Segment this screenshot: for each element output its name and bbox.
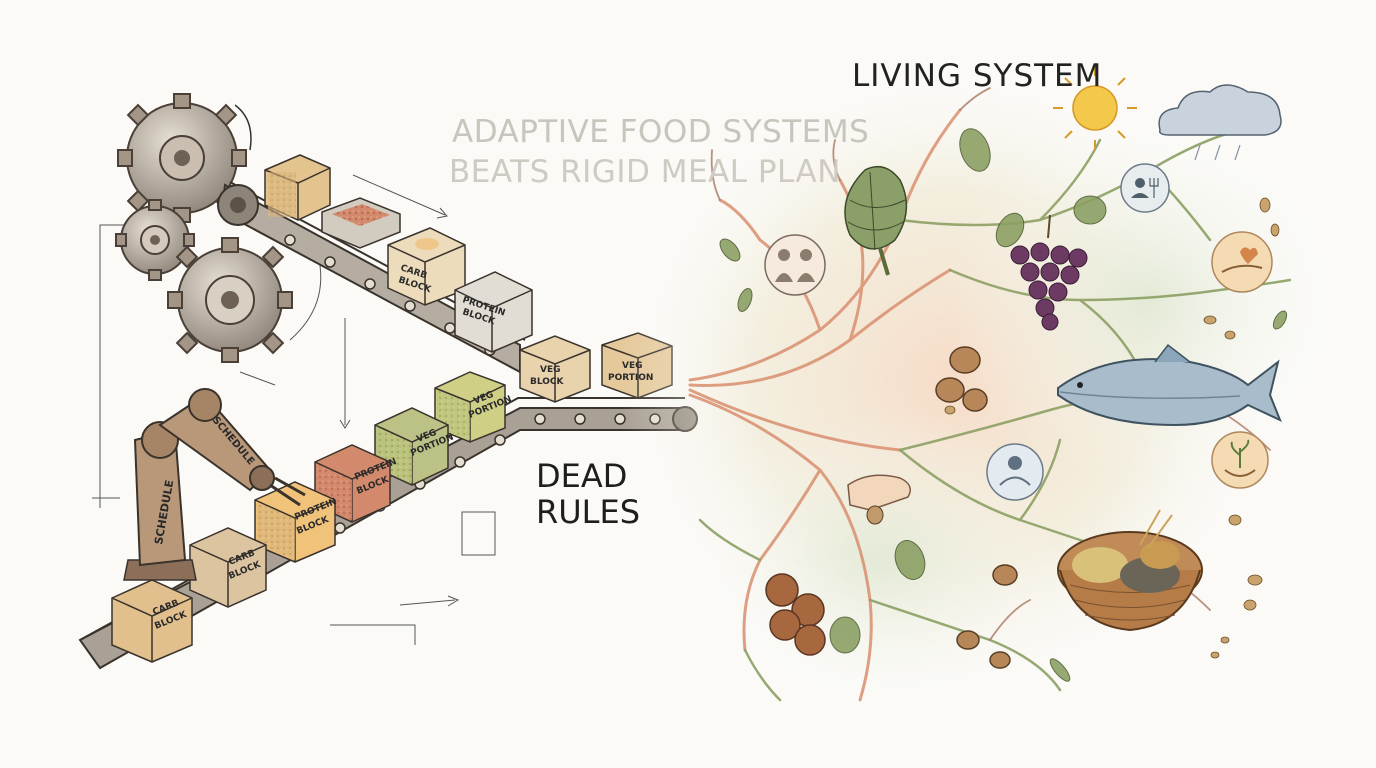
gear-icon	[115, 199, 195, 281]
person-plate-icon	[1120, 163, 1170, 213]
basket-icon	[1057, 509, 1203, 632]
sprout-hands-icon	[1211, 431, 1269, 489]
living-side	[620, 60, 1350, 710]
hand-heart-icon	[1211, 231, 1273, 293]
carb-block-box	[189, 527, 267, 608]
gear-icon	[167, 237, 293, 363]
walnuts	[935, 346, 1018, 669]
veg-portion-box	[374, 407, 449, 486]
grapes-icon	[1010, 214, 1088, 331]
protein-block-box	[454, 271, 533, 353]
fish-icon	[1057, 343, 1282, 427]
food-tray	[321, 197, 401, 249]
box-label-block: BLOCK	[530, 377, 565, 387]
dead-rules-line-1: DEAD	[536, 457, 628, 495]
cloud-icon	[1158, 84, 1282, 161]
artichoke-icon	[844, 165, 908, 276]
care-icon	[986, 443, 1044, 501]
dead-rules-label: DEAD RULES	[536, 458, 640, 530]
box-label-portion: PORTION	[608, 373, 653, 383]
box-label-veg: VEG	[540, 365, 561, 375]
hand-icon	[847, 474, 911, 525]
food-block	[264, 154, 331, 221]
headline-line-2: BEATS RIGID MEAL PLAN	[449, 154, 841, 190]
robot-arm-icon	[123, 388, 306, 581]
seeds	[944, 197, 1280, 659]
hazelnuts	[765, 573, 826, 656]
sun-icon	[1053, 66, 1137, 150]
headline-line-1: ADAPTIVE FOOD SYSTEMS	[452, 114, 870, 150]
carb-block-box	[387, 227, 466, 306]
people-icon	[764, 234, 826, 296]
box-label-veg: VEG	[622, 361, 643, 371]
dead-rules-line-2: RULES	[536, 493, 641, 531]
living-system-title: LIVING SYSTEM	[852, 58, 1103, 94]
veg-block-box	[519, 335, 591, 403]
